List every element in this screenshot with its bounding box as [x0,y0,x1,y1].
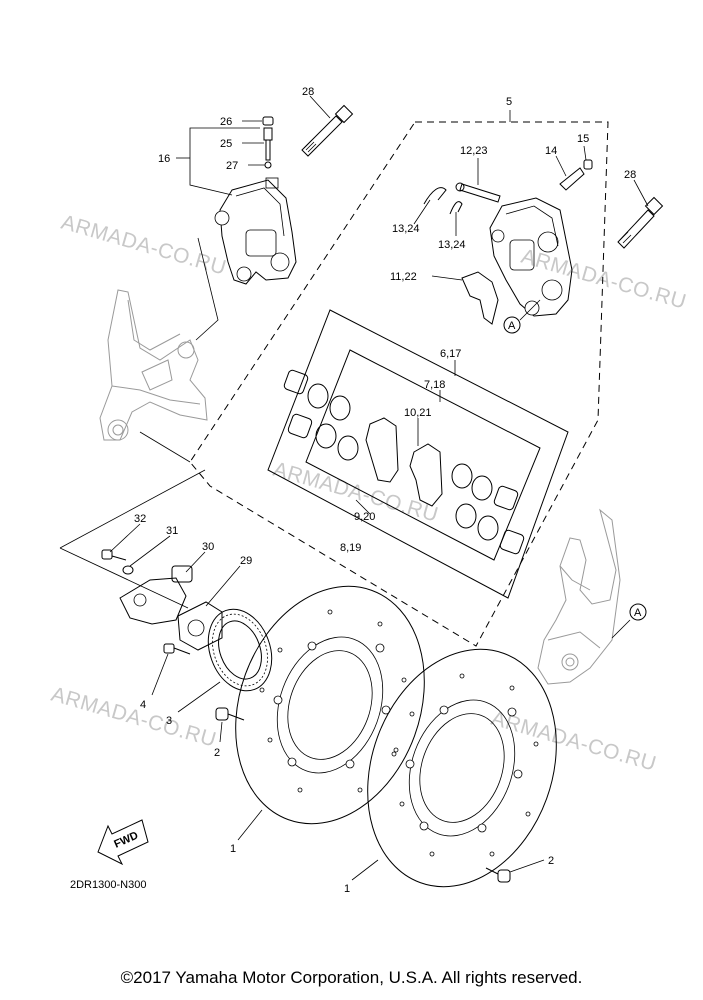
fwd-arrow: FWD [97,819,149,866]
disc-bolt-left [215,707,245,721]
brake-disc-left [235,585,425,825]
callout-9-20: 9,20 [354,511,375,523]
callout-15: 15 [577,133,589,145]
watermark-1: ARMADA-CO.RU [59,211,229,280]
leader-16b [189,158,233,196]
leader-2a [219,721,223,743]
callout-13-24b: 13,24 [438,239,466,251]
right-bleeder [559,159,593,191]
leader-11-22 [431,275,463,281]
caliper-bolt-left [301,104,354,157]
brake-disc-right [367,648,557,888]
leader-15 [583,145,587,161]
callout-6-17: 6,17 [440,348,461,360]
diagram-code: 2DR1300-N300 [70,879,146,891]
leader-31 [129,535,171,567]
callout-25: 25 [220,138,232,150]
leader-9-20 [355,499,371,515]
pad-pin [455,182,501,203]
ref-marker-top: A [503,316,521,334]
callout-28a: 28 [302,86,314,98]
pin-clip-1 [423,187,447,205]
leader-1b [351,859,379,881]
callout-31: 31 [166,525,178,537]
brake-pad-1 [365,417,399,483]
ref-marker-right: A [629,603,647,621]
callout-28b: 28 [624,169,636,181]
washer-31 [122,565,134,575]
bleeder-screw [262,116,274,169]
seal-kit-inner-box [305,349,541,561]
watermark-4: ARMADA-CO.RU [49,683,219,752]
copyright-notice: ©2017 Yamaha Motor Corporation, U.S.A. A… [120,968,583,987]
ref-marker-right-label: A [634,607,642,619]
callout-14: 14 [545,145,557,157]
leader-A-top [519,299,541,321]
left-caliper-mount-line [195,237,219,341]
seal-kit-box [267,309,569,599]
callout-4: 4 [140,699,146,711]
left-brake-caliper [214,177,297,285]
leader-4 [151,653,169,696]
callout-1a: 1 [230,843,236,855]
sensor-rotor-hub-29 [177,601,223,651]
callout-13-24a: 13,24 [392,223,420,235]
callout-26: 26 [220,116,232,128]
callout-3: 3 [166,715,172,727]
rotor-bolt-4 [163,643,191,655]
callout-1b: 1 [344,883,350,895]
callout-27: 27 [226,160,238,172]
leader-29 [205,565,241,607]
sensor-bolt-32 [101,549,127,561]
callout-7-18: 7,18 [424,379,445,391]
callout-12-23: 12,23 [460,145,488,157]
disc-bolt-right [485,867,511,883]
leader-30 [185,551,206,573]
leader-28b [633,179,649,207]
right-fork-leg [537,508,621,685]
caliper-bolt-right [617,196,664,249]
pistons-and-seals [283,369,525,555]
watermarks: ARMADA-CO.RU ARMADA-CO.RU ARMADA-CO.RU A… [49,211,689,776]
callout-16: 16 [158,153,170,165]
sensor-rotor-3 [207,608,273,692]
brake-pad-2 [409,443,443,507]
callout-5: 5 [506,96,512,108]
leader-13-24a [413,199,431,225]
leader-box-left [59,469,206,549]
leader-28a [309,95,331,119]
callout-2b: 2 [548,855,554,867]
pad-spring [461,271,499,325]
callouts: 28 26 25 16 27 5 15 12,23 14 28 13,24 13… [134,86,636,895]
caliper-assembly-box [189,121,609,647]
callout-32: 32 [134,513,146,525]
callout-11-22: 11,22 [390,271,417,283]
left-fork-leg [99,289,208,441]
leader-box-left2 [59,547,189,609]
leader-2b [509,859,545,873]
callout-30: 30 [202,541,214,553]
leader-32 [109,523,141,553]
pin-clip-2 [449,201,463,215]
ref-marker-top-label: A [508,320,516,332]
callout-29: 29 [240,555,252,567]
speed-sensor [119,565,193,625]
leader-A-right [611,619,631,639]
leader-1a [237,809,263,841]
leader-16 [189,127,260,158]
leader-14 [555,155,567,177]
callout-8-19: 8,19 [340,542,361,554]
callout-2a: 2 [214,747,220,759]
left-fork-to-box-line [139,431,191,463]
leader-3 [177,681,221,713]
callout-10-21: 10,21 [404,407,432,419]
